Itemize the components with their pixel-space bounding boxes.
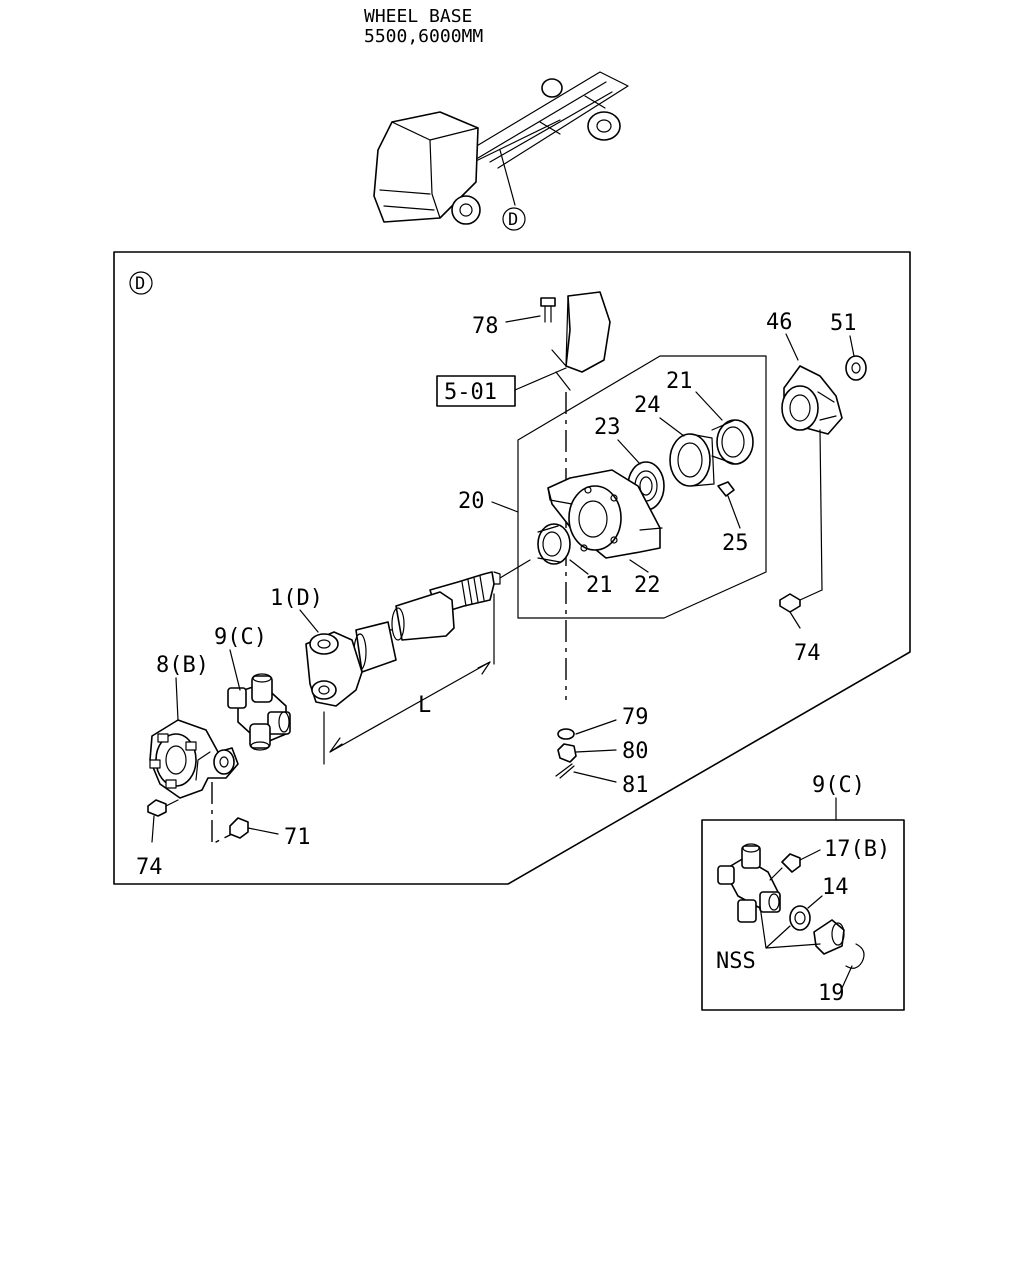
label-74-left: 74 [136,855,163,880]
flange-yoke [149,719,239,799]
label-dimension-l: L [418,693,431,718]
header-line-1: WHEEL BASE [364,6,472,27]
label-14: 14 [822,875,849,900]
slinger-24 [669,433,715,487]
label-80: 80 [622,739,649,764]
ref-box-5-01 [436,375,516,407]
seal-21-lower [537,523,571,565]
label-51: 51 [830,311,857,336]
washer-79 [557,719,617,740]
inset-cross [717,843,781,923]
label-21-upper: 21 [666,369,693,394]
center-bearing-box [517,355,767,619]
inset-grease-fitting [769,849,821,881]
bracket-assembly [505,291,611,391]
propeller-shaft [305,559,531,707]
vehicle-callout-circle [502,207,526,231]
label-81: 81 [622,773,649,798]
label-23: 23 [594,415,621,440]
inset-seal-14 [789,895,823,931]
main-panel-border [113,251,911,885]
panel-callout-circle [129,271,153,295]
label-8-b: 8(B) [156,653,209,678]
label-nss: NSS [716,949,756,974]
inset-cup [813,919,845,955]
label-9-c: 9(C) [214,625,267,650]
nut-80 [557,743,617,763]
label-79: 79 [622,705,649,730]
label-1-d: 1(D) [270,586,323,611]
universal-joint [227,673,291,751]
label-78: 78 [472,314,499,339]
label-22: 22 [634,573,661,598]
flange-46 [781,365,843,591]
header-line-2: 5500,6000MM [364,26,483,47]
label-24: 24 [634,393,661,418]
inset-snap-ring-19 [841,943,865,989]
label-20: 20 [458,489,485,514]
label-21-lower: 21 [586,573,613,598]
nut-71 [229,817,279,839]
housing-22 [547,469,663,559]
label-25: 25 [722,531,749,556]
label-46: 46 [766,310,793,335]
label-5-01: 5-01 [444,380,497,405]
vehicle-callout-label: D [508,210,518,230]
nut-51 [845,355,867,381]
inset-border [701,819,905,1011]
bolt-74-left [147,799,179,843]
label-17-b: 17(B) [824,837,890,862]
bolt-74-right [779,589,823,629]
label-74-right: 74 [794,641,821,666]
seal-21-upper [711,419,754,465]
dimension-l [323,593,495,765]
label-19: 19 [818,981,845,1006]
panel-callout-label: D [135,274,145,294]
grease-nipple-25 [717,481,741,529]
cotter-pin-81 [555,763,617,783]
inset-title: 9(C) [812,773,865,798]
truck-illustration: D [373,71,629,231]
label-71: 71 [284,825,311,850]
